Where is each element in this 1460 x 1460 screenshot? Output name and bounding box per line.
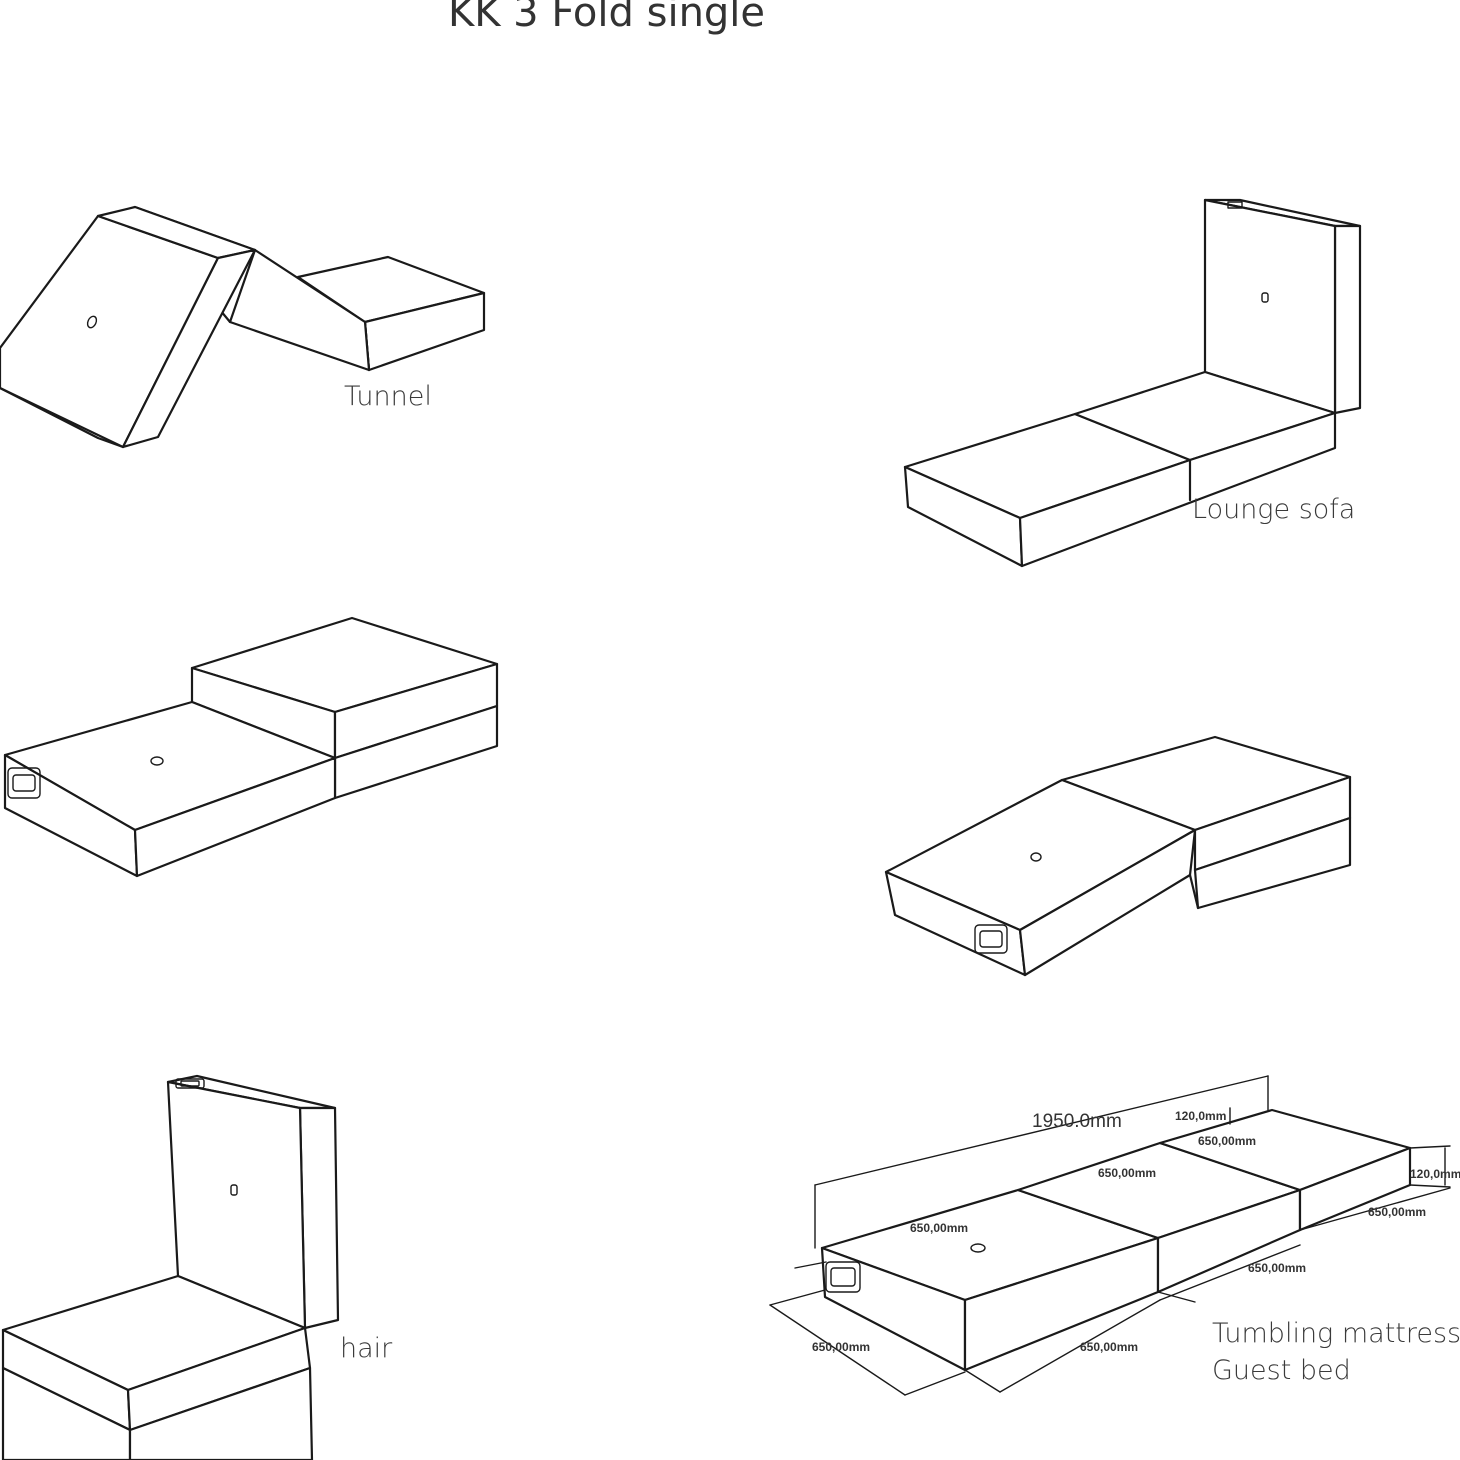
ramp-illustration (884, 735, 1352, 977)
tunnel-illustration (0, 205, 486, 449)
dim-thickness-side: 120,0mm (1410, 1167, 1460, 1181)
dim-bottom-length: 650,00mm (1080, 1340, 1138, 1354)
lounge-sofa-illustration (903, 198, 1362, 568)
tumbling-mattress-illustration (769, 1075, 1451, 1396)
tunnel-label: Tunnel (344, 381, 432, 412)
dim-bottom-width: 650,00mm (812, 1340, 870, 1354)
dim-section-back: 650,00mm (1198, 1134, 1256, 1148)
dim-thickness-top: 120,0mm (1175, 1109, 1226, 1123)
diagram-title: KK 3 Fold single (448, 0, 765, 36)
dim-right-depth: 650,00mm (1368, 1205, 1426, 1219)
step-illustration (3, 616, 499, 878)
chair-label: hair (340, 1333, 393, 1364)
tumbling-label-line1: Tumbling mattress/ (1212, 1318, 1460, 1349)
tumbling-label-line2: Guest bed (1212, 1355, 1351, 1386)
dim-total-length: 1950.0mm (1032, 1111, 1122, 1132)
dim-right-length: 650,00mm (1248, 1261, 1306, 1275)
dim-section-front: 650,00mm (910, 1221, 968, 1235)
dim-section-middle: 650,00mm (1098, 1166, 1156, 1180)
chair-illustration (1, 1074, 340, 1460)
lounge-sofa-label: Lounge sofa (1192, 494, 1355, 525)
